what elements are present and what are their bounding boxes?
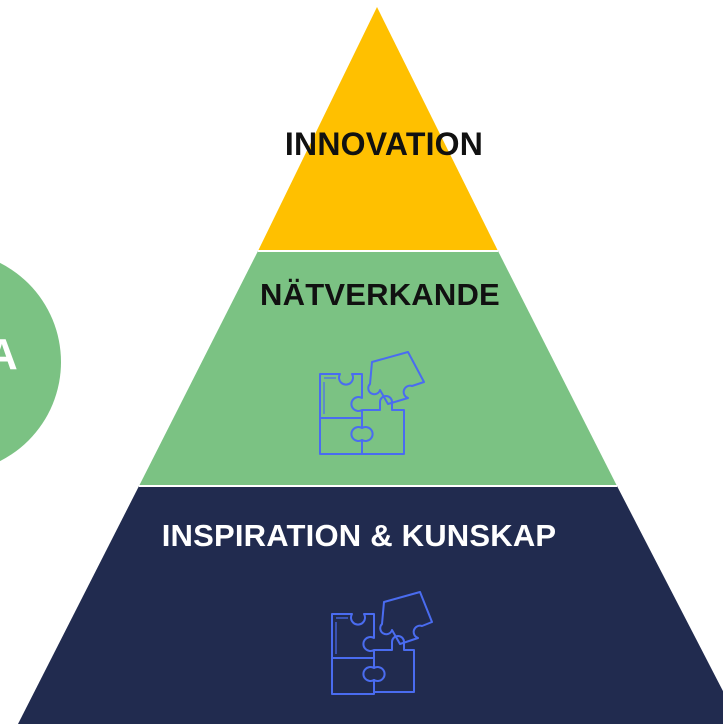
puzzle-icon xyxy=(331,591,433,695)
level-label-innovation: INNOVATION xyxy=(284,126,484,162)
pyramid-level-innovation xyxy=(258,7,498,251)
pyramid-level-natverkande xyxy=(139,251,617,486)
puzzle-icon xyxy=(319,351,425,455)
side-circle-glyph: A xyxy=(0,330,18,379)
side-circle xyxy=(0,262,61,462)
level-label-inspiration: INSPIRATION & KUNSKAP xyxy=(161,518,557,553)
level-label-natverkande: NÄTVERKANDE xyxy=(260,277,500,312)
pyramid-level-inspiration xyxy=(18,486,723,724)
